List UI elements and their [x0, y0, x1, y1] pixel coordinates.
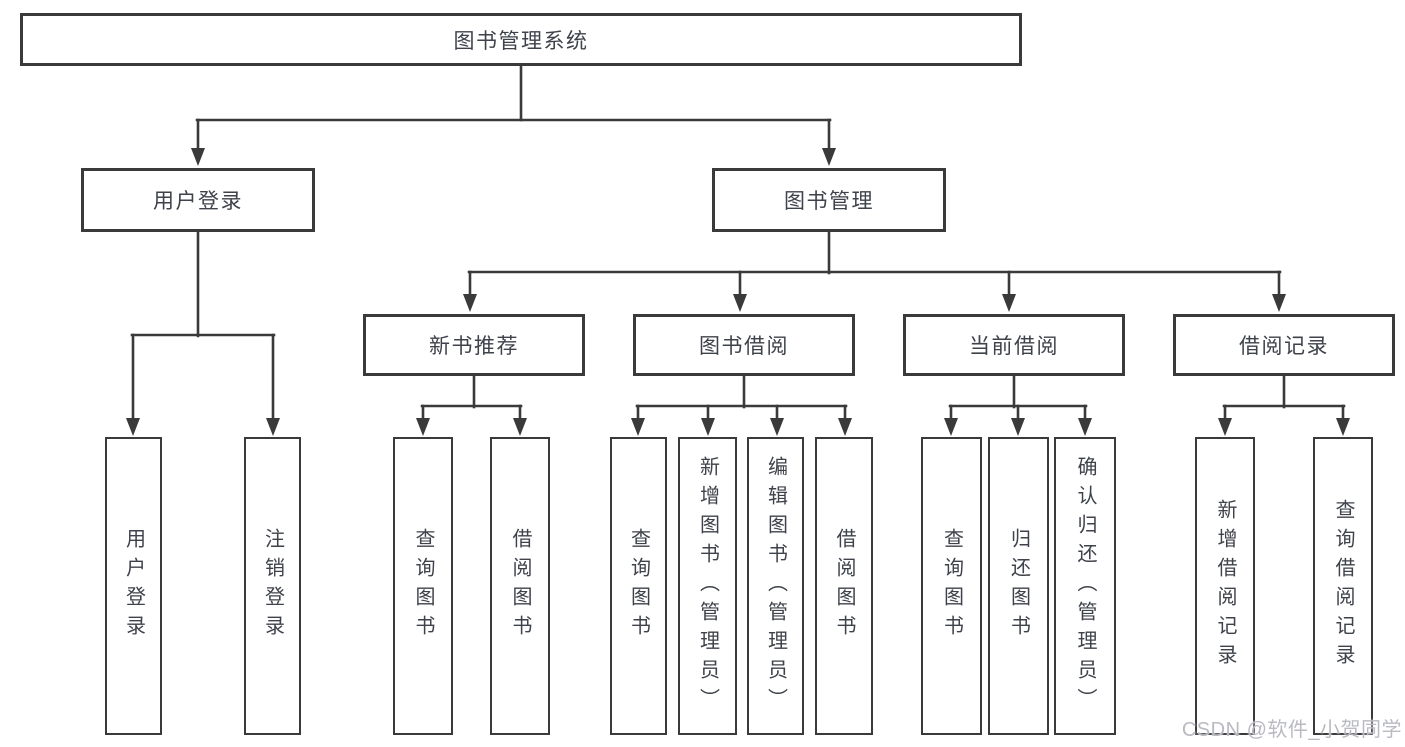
node-new-book-recommendation: 新书推荐 [363, 314, 585, 376]
node-borrowing-records: 借阅记录 [1173, 314, 1395, 376]
node-book-borrowing: 图书借阅 [633, 314, 855, 376]
leaf-query-books-current: 查询图书 [921, 437, 982, 735]
node-book-management: 图书管理 [712, 168, 946, 232]
leaf-query-books-borrow: 查询图书 [610, 437, 667, 735]
node-current-borrowing: 当前借阅 [903, 314, 1125, 376]
leaf-logout: 注销登录 [244, 437, 301, 735]
leaf-borrow-books: 借阅图书 [815, 437, 873, 735]
leaf-query-borrow-record: 查询借阅记录 [1313, 437, 1373, 735]
node-library-management-system: 图书管理系统 [20, 13, 1022, 66]
leaf-add-books-admin: 新增图书（管理员） [678, 437, 737, 735]
leaf-query-books-recommend: 查询图书 [393, 437, 453, 735]
leaf-confirm-return-admin: 确认归还（管理员） [1054, 437, 1116, 735]
leaf-add-borrow-record: 新增借阅记录 [1195, 437, 1255, 735]
leaf-return-books: 归还图书 [988, 437, 1049, 735]
leaf-edit-books-admin: 编辑图书（管理员） [747, 437, 804, 735]
csdn-watermark: CSDN @软件_小贺同学 [1181, 719, 1402, 741]
node-user-login: 用户登录 [81, 168, 315, 232]
leaf-borrow-books-recommend: 借阅图书 [490, 437, 550, 735]
leaf-user-login: 用户登录 [105, 437, 162, 735]
